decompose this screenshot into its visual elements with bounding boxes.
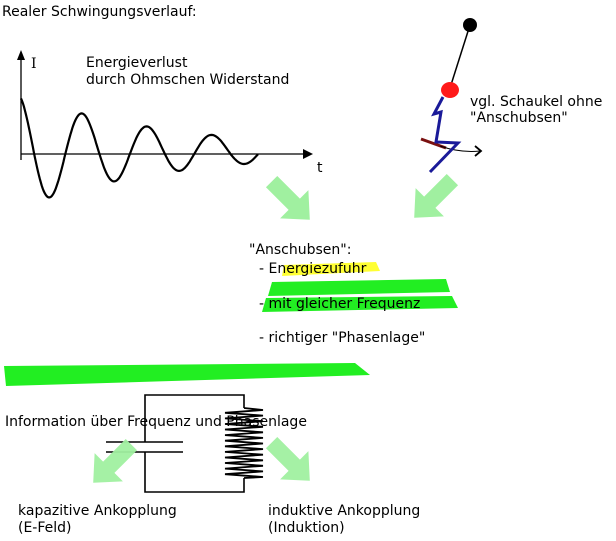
arrow-capacitive xyxy=(93,438,138,483)
capacitive-label-line1: kapazitive Ankopplung xyxy=(18,503,177,519)
x-axis-label: t xyxy=(317,160,323,176)
y-axis-arrowhead xyxy=(17,50,25,60)
graph-annotation-line2: durch Ohmschen Widerstand xyxy=(86,72,290,88)
inductive-label-line1: induktive Ankopplung xyxy=(268,503,421,519)
y-axis-label: I xyxy=(31,56,37,72)
circuit-top-wire xyxy=(144,394,245,442)
push-heading: "Anschubsen": xyxy=(249,242,352,258)
swing-caption-line2: "Anschubsen" xyxy=(470,110,568,126)
arrows xyxy=(93,173,459,483)
swing-person-head xyxy=(441,82,459,98)
push-item-phasenlage: - richtiger "Phasenlage" xyxy=(259,330,426,346)
swing-caption-line1: vgl. Schaukel ohne xyxy=(470,94,603,110)
swing-pivot xyxy=(463,18,477,32)
arrow-graph-to-push xyxy=(265,175,310,220)
arrow-swing-to-push xyxy=(414,173,459,218)
green-arrow-icon xyxy=(414,173,459,218)
highlight-information xyxy=(4,363,370,386)
oscillation-graph xyxy=(17,50,313,199)
circuit-bottom-wire xyxy=(144,452,245,493)
highlight-frequenz xyxy=(268,279,450,296)
graph-annotation-line1: Energieverlust xyxy=(86,55,188,71)
green-arrow-icon xyxy=(265,436,310,481)
green-arrow-icon xyxy=(265,175,310,220)
highlight-energiezufuhr xyxy=(282,262,380,276)
page-title: Realer Schwingungsverlauf: xyxy=(2,4,197,20)
swing-motion-arrow xyxy=(439,145,481,152)
push-item-frequenz: - mit gleicher Frequenz xyxy=(259,296,421,312)
swing-motion-arrowhead xyxy=(474,145,483,157)
swing-figure xyxy=(420,18,483,174)
arrow-inductive xyxy=(265,436,310,481)
swing-person xyxy=(428,96,462,174)
swing-rope xyxy=(449,24,471,89)
x-axis-arrowhead xyxy=(303,149,313,159)
highlight-phasenlage xyxy=(262,296,458,312)
push-item-energiezufuhr: - Energiezufuhr xyxy=(259,261,367,277)
green-arrow-icon xyxy=(93,438,138,483)
damped-oscillation-curve xyxy=(19,97,259,199)
inductor-coil xyxy=(224,407,264,479)
inductive-label-line2: (Induktion) xyxy=(268,520,345,536)
info-heading: Information über Frequenz und Phasenlage xyxy=(5,414,307,430)
capacitive-label-line2: (E-Feld) xyxy=(18,520,72,536)
